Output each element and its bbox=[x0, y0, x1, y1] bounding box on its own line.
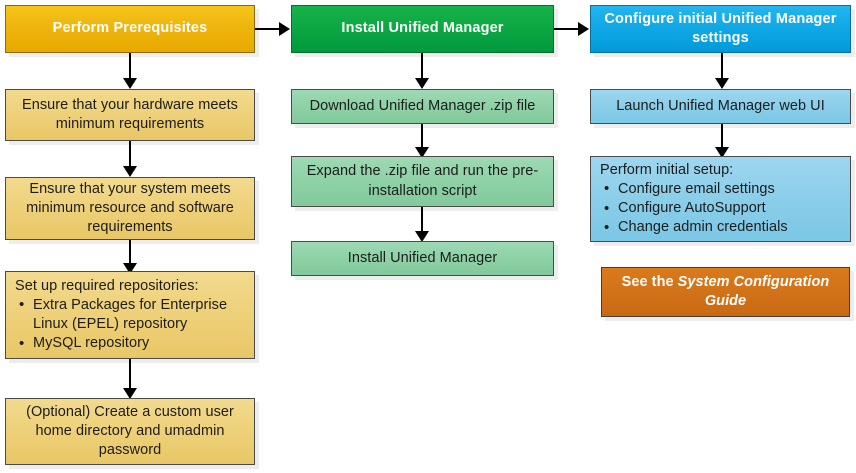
node-hardware-requirements-label: Ensure that your hardware meets minimum … bbox=[22, 96, 238, 132]
note-system-configuration-guide-label: See the System Configuration Guide bbox=[610, 273, 841, 311]
connector-configure-to-launch bbox=[721, 53, 723, 85]
node-launch-web-ui[interactable]: Launch Unified Manager web UI bbox=[590, 89, 851, 124]
list-item: Configure email settings bbox=[604, 179, 788, 199]
node-perform-initial-setup-heading: Perform initial setup: bbox=[600, 161, 734, 178]
header-configure-initial-settings-label: Configure initial Unified Manager settin… bbox=[604, 10, 837, 46]
list-item: Configure AutoSupport bbox=[604, 198, 788, 218]
header-perform-prerequisites[interactable]: Perform Prerequisites bbox=[5, 5, 255, 53]
arrowhead-install-to-download bbox=[415, 78, 429, 89]
node-expand-zip-run-script-label: Expand the .zip file and run the pre-ins… bbox=[306, 163, 539, 199]
node-required-repositories-heading: Set up required repositories: bbox=[15, 277, 199, 294]
connector-launch-to-initial-setup bbox=[721, 124, 723, 154]
list-item: Extra Packages for Enterprise Linux (EPE… bbox=[19, 295, 246, 334]
header-perform-prerequisites-label: Perform Prerequisites bbox=[52, 20, 208, 37]
connector-expand-to-install-um bbox=[421, 207, 423, 239]
node-optional-custom-user[interactable]: (Optional) Create a custom user home dir… bbox=[5, 398, 255, 465]
node-launch-web-ui-label: Launch Unified Manager web UI bbox=[616, 97, 825, 114]
arrowhead-launch-to-initial-setup bbox=[715, 147, 729, 158]
node-required-repositories-list: Extra Packages for Enterprise Linux (EPE… bbox=[15, 295, 246, 354]
header-configure-initial-settings[interactable]: Configure initial Unified Manager settin… bbox=[590, 5, 851, 53]
arrowhead-repositories-to-optional bbox=[123, 388, 137, 399]
node-install-unified-manager-label: Install Unified Manager bbox=[347, 249, 498, 266]
arrowhead-system-to-repositories bbox=[123, 263, 137, 274]
node-optional-custom-user-label: (Optional) Create a custom user home dir… bbox=[26, 403, 234, 459]
note-system-configuration-guide[interactable]: See the System Configuration Guide bbox=[601, 267, 850, 317]
arrowhead-download-to-expand bbox=[415, 147, 429, 158]
connector-hardware-to-system bbox=[129, 141, 131, 173]
arrowhead-hardware-to-system bbox=[123, 166, 137, 177]
connector-install-to-configure bbox=[554, 28, 587, 30]
node-install-unified-manager[interactable]: Install Unified Manager bbox=[291, 241, 554, 276]
node-download-zip-label: Download Unified Manager .zip file bbox=[309, 97, 536, 114]
arrowhead-prereq-to-install bbox=[279, 22, 290, 36]
node-perform-initial-setup-list: Configure email settings Configure AutoS… bbox=[600, 179, 788, 238]
node-expand-zip-run-script[interactable]: Expand the .zip file and run the pre-ins… bbox=[291, 156, 554, 207]
connector-prereq-to-install bbox=[255, 28, 288, 30]
connector-download-to-expand bbox=[421, 124, 423, 154]
connector-prereq-to-hardware bbox=[129, 53, 131, 85]
connector-install-to-download bbox=[421, 53, 423, 85]
list-item: MySQL repository bbox=[19, 334, 246, 354]
connector-system-to-repositories bbox=[129, 240, 131, 270]
connector-repositories-to-optional bbox=[129, 359, 131, 397]
arrowhead-prereq-to-hardware bbox=[123, 78, 137, 89]
node-system-requirements-label: Ensure that your system meets minimum re… bbox=[26, 180, 234, 236]
node-download-zip[interactable]: Download Unified Manager .zip file bbox=[291, 89, 554, 124]
arrowhead-install-to-configure bbox=[578, 22, 589, 36]
node-hardware-requirements[interactable]: Ensure that your hardware meets minimum … bbox=[5, 89, 255, 141]
node-required-repositories[interactable]: Set up required repositories: Extra Pack… bbox=[5, 271, 255, 359]
node-perform-initial-setup[interactable]: Perform initial setup: Configure email s… bbox=[590, 156, 851, 242]
node-system-requirements[interactable]: Ensure that your system meets minimum re… bbox=[5, 177, 255, 240]
note-italic-title: System Configuration Guide bbox=[677, 273, 830, 309]
header-install-unified-manager-label: Install Unified Manager bbox=[341, 20, 504, 37]
arrowhead-configure-to-launch bbox=[715, 78, 729, 89]
arrowhead-expand-to-install-um bbox=[415, 231, 429, 242]
note-prefix: See the bbox=[621, 273, 678, 290]
list-item: Change admin credentials bbox=[604, 218, 788, 238]
header-install-unified-manager[interactable]: Install Unified Manager bbox=[291, 5, 554, 53]
